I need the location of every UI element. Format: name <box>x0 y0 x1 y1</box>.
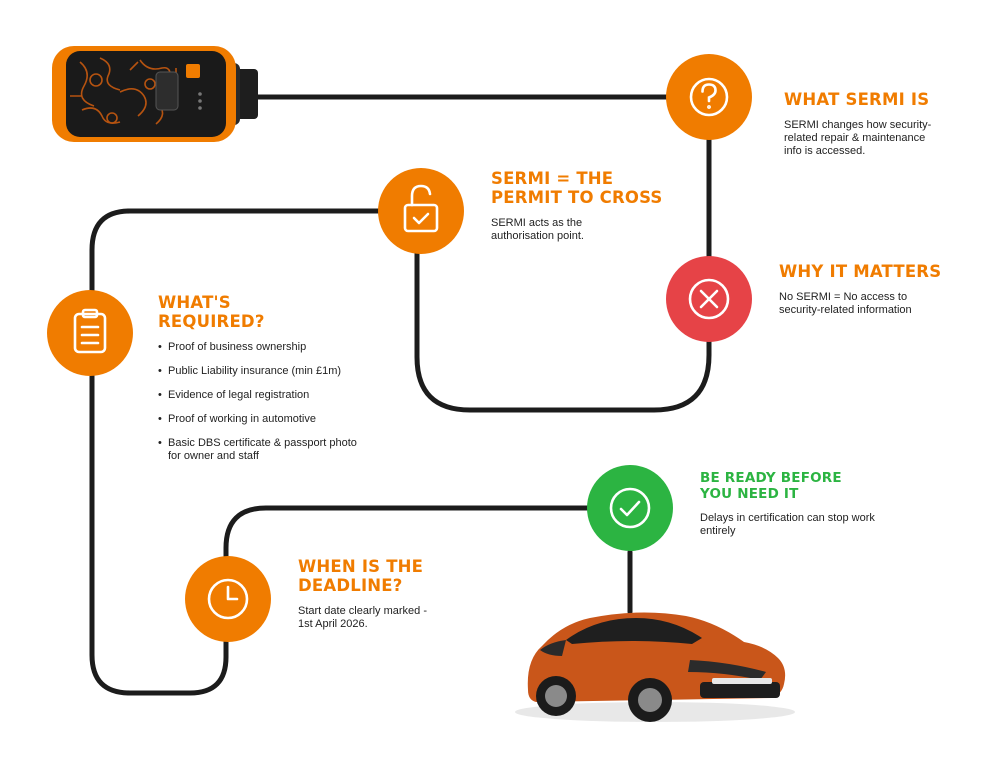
what-sermi-is-node <box>666 54 752 140</box>
requirement-item: Proof of working in automotive <box>158 413 373 426</box>
clock-icon <box>207 578 249 620</box>
permit-title: SERMI = THE PERMIT TO CROSS <box>491 169 663 207</box>
be-ready-text: Delays in certification can stop work en… <box>700 512 875 537</box>
permit-block: SERMI = THE PERMIT TO CROSS SERMI acts a… <box>491 169 681 243</box>
what-sermi-is-title: WHAT SERMI IS <box>784 90 930 109</box>
why-it-matters-text: No SERMI = No access to security-related… <box>779 291 912 316</box>
checkmark-icon <box>609 487 651 529</box>
x-circle-icon <box>688 278 730 320</box>
deadline-node <box>185 556 271 642</box>
requirements-list: Proof of business ownership Public Liabi… <box>158 341 373 463</box>
clipboard-icon <box>73 308 107 354</box>
permit-text: SERMI acts as the authorisation point. <box>491 217 584 242</box>
question-icon <box>689 77 729 117</box>
requirement-item: Evidence of legal registration <box>158 389 373 402</box>
be-ready-block: BE READY BEFORE YOU NEED IT Delays in ce… <box>700 470 890 538</box>
permit-node <box>378 168 464 254</box>
what-sermi-is-block: WHAT SERMI IS SERMI changes how security… <box>784 90 934 158</box>
why-it-matters-title: WHY IT MATTERS <box>779 262 942 281</box>
be-ready-title: BE READY BEFORE YOU NEED IT <box>700 470 842 502</box>
what-sermi-is-text: SERMI changes how security-related repai… <box>784 119 932 157</box>
whats-required-title: WHAT'S REQUIRED? <box>158 293 265 331</box>
why-it-matters-block: WHY IT MATTERS No SERMI = No access to s… <box>779 262 949 317</box>
deadline-title: WHEN IS THE DEADLINE? <box>298 557 424 595</box>
deadline-block: WHEN IS THE DEADLINE? Start date clearly… <box>298 557 458 631</box>
why-it-matters-node <box>666 256 752 342</box>
whats-required-block: WHAT'S REQUIRED? Proof of business owner… <box>158 293 373 474</box>
deadline-text: Start date clearly marked - 1st April 20… <box>298 605 427 630</box>
whats-required-node <box>47 290 133 376</box>
be-ready-node <box>587 465 673 551</box>
car-image <box>515 612 795 722</box>
connector-path <box>89 94 712 696</box>
requirement-item: Proof of business ownership <box>158 341 373 354</box>
unlocked-padlock-icon <box>403 184 439 233</box>
requirement-item: Basic DBS certificate & passport photo f… <box>158 437 363 463</box>
requirement-item: Public Liability insurance (min £1m) <box>158 365 373 378</box>
diagnostic-device-image <box>52 46 258 142</box>
